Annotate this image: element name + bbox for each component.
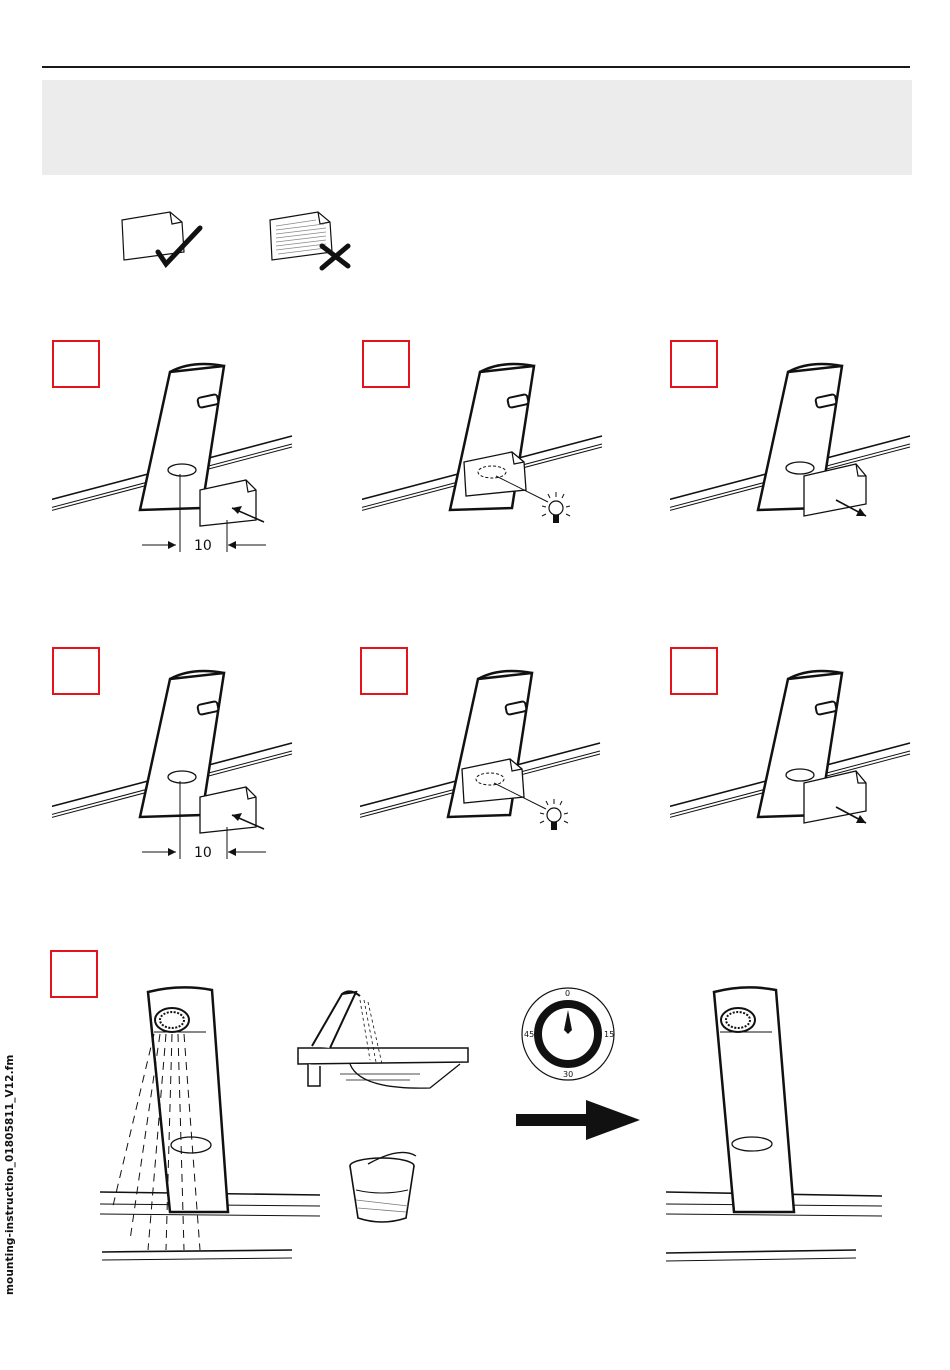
- clean-faucet: [666, 987, 882, 1261]
- faucet-paper-illustration: 10: [52, 340, 322, 570]
- light-bulb-icon: [542, 492, 570, 523]
- footer-filename: mounting-instruction_01805811_V12.fm: [4, 1055, 16, 1295]
- faucet-remove-illustration: [670, 647, 940, 877]
- timer-mark-15: 15: [604, 1030, 614, 1039]
- printed-paper-not-ok-icon: [270, 212, 348, 268]
- faucet-paper-illustration: 10: [52, 647, 322, 877]
- paper-check-icons: [110, 200, 370, 280]
- timer-mark-45: 45: [524, 1030, 534, 1039]
- timer-mark-30: 30: [563, 1070, 573, 1079]
- light-bulb-icon: [540, 799, 568, 830]
- step-sensor-detect: [362, 340, 632, 570]
- dimension-label: 10: [194, 538, 212, 554]
- faucet-remove-illustration: [670, 340, 940, 570]
- step-flush: 0 15 30 45: [50, 950, 910, 1280]
- header-band: [42, 80, 912, 175]
- flush-illustration: 0 15 30 45: [50, 950, 910, 1280]
- top-rule: [42, 66, 910, 68]
- arrow-right-icon: [516, 1100, 640, 1140]
- basin-faucet: [298, 991, 468, 1088]
- running-faucet: [100, 987, 320, 1260]
- step-sensor-detect-2: [360, 647, 630, 877]
- faucet-sensor-illustration: [362, 340, 632, 570]
- faucet-sensor-illustration: [360, 647, 630, 877]
- step-remove-paper-2: [670, 647, 940, 877]
- step-insert-paper-2: 10: [52, 647, 322, 877]
- step-remove-paper: [670, 340, 940, 570]
- bucket-icon: [350, 1152, 416, 1222]
- dimension-label: 10: [194, 845, 212, 861]
- step-insert-paper: 10: [52, 340, 322, 570]
- timer-mark-0: 0: [565, 989, 570, 998]
- blank-paper-ok-icon: [122, 212, 200, 264]
- timer-icon: 0 15 30 45: [522, 988, 614, 1080]
